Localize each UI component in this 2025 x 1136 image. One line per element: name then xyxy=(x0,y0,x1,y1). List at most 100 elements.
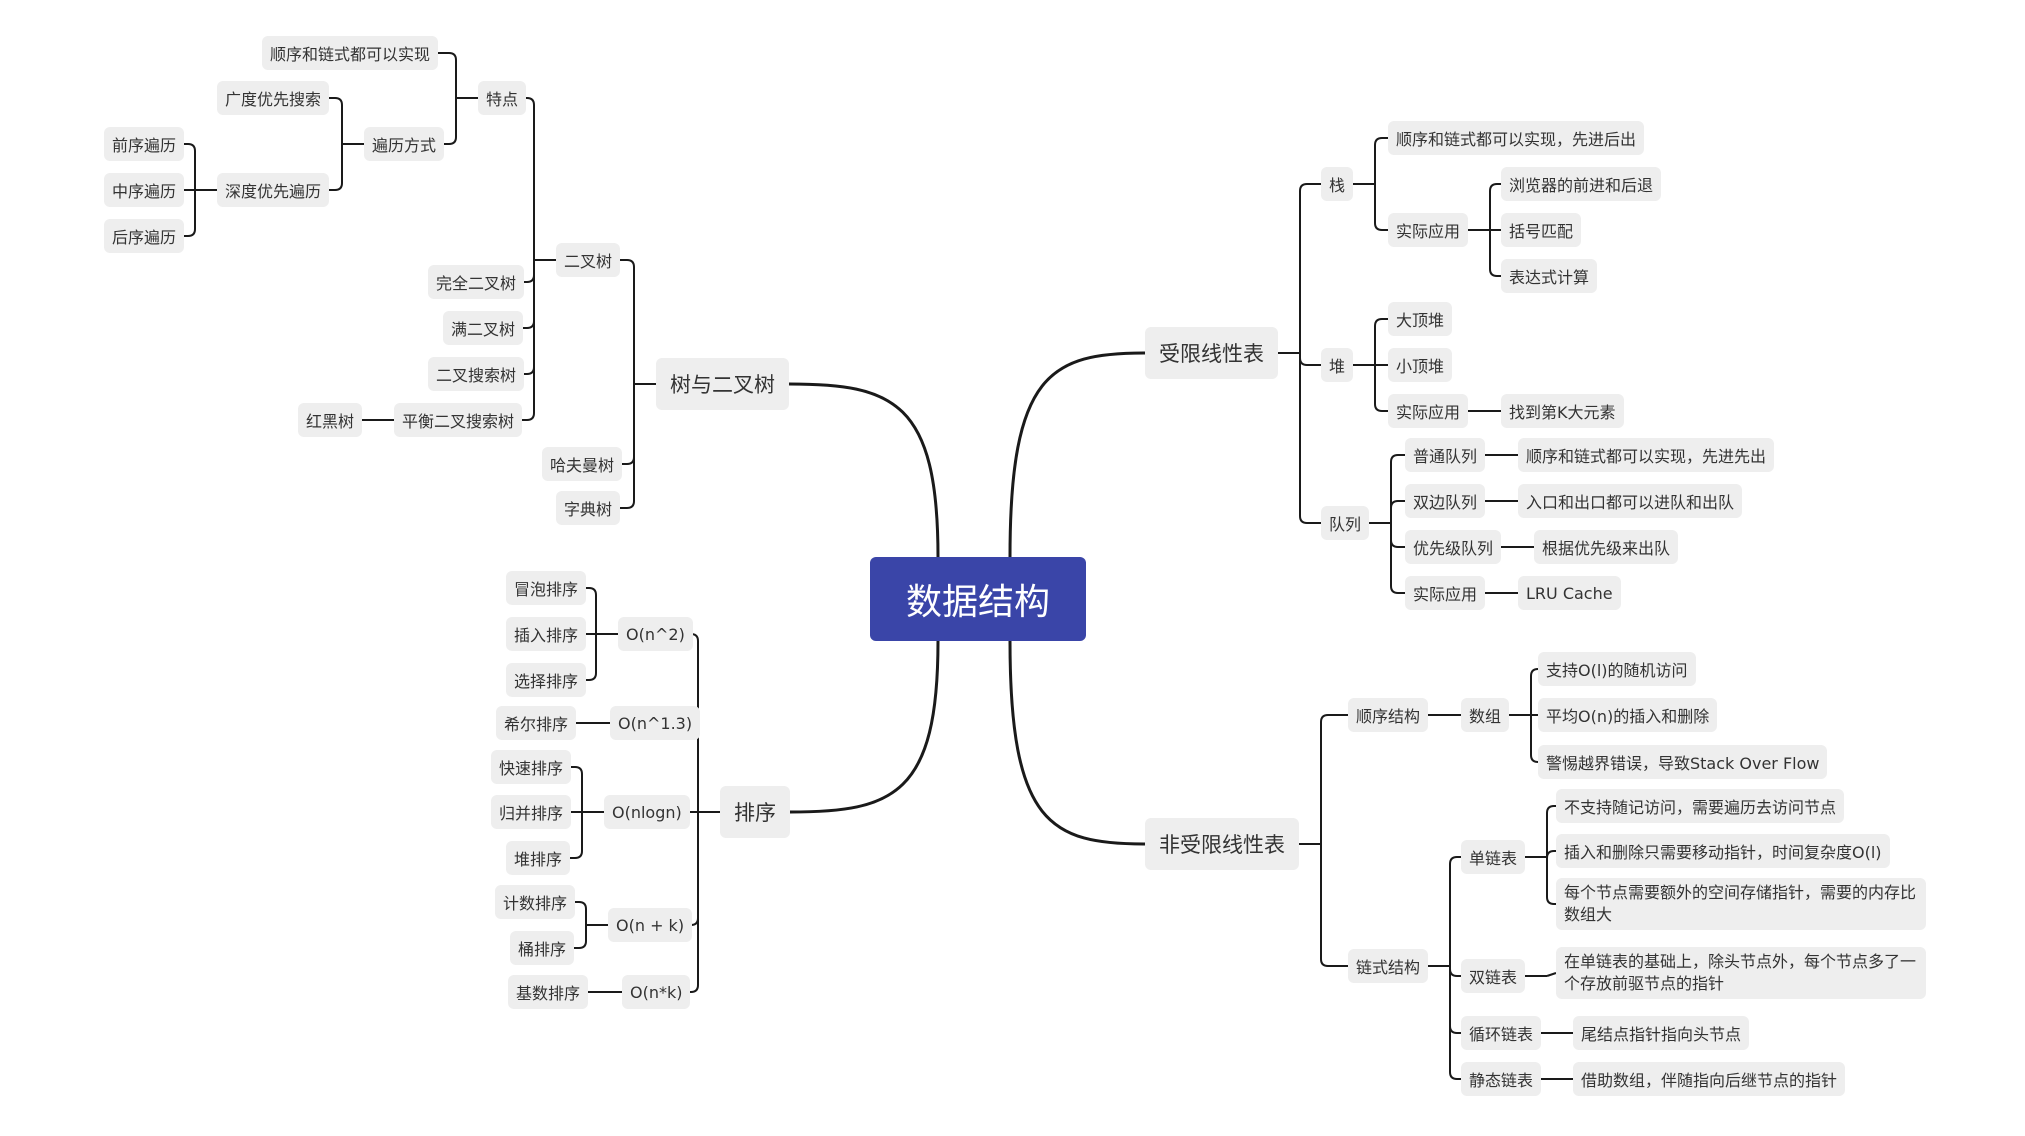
topic-selection[interactable]: 选择排序 xyxy=(506,663,587,697)
topic-heapsort[interactable]: 堆排序 xyxy=(506,841,571,875)
connector-features xyxy=(526,97,535,260)
topic-q-normal-desc[interactable]: 顺序和链式都可以实现，先进先出 xyxy=(1518,438,1775,472)
topic-cll[interactable]: 循环链表 xyxy=(1461,1016,1542,1050)
connector-counting xyxy=(575,901,587,925)
connector-trie xyxy=(620,384,635,509)
topic-sll1[interactable]: 不支持随记访问，需要遍历去访问节点 xyxy=(1556,789,1845,823)
topic-seq-chain[interactable]: 顺序和链式都可以实现 xyxy=(262,36,439,70)
topic-sll2[interactable]: 插入和删除只需要移动指针，时间复杂度O(l) xyxy=(1556,834,1890,868)
topic-counting[interactable]: 计数排序 xyxy=(495,885,576,919)
topic-binary-tree[interactable]: 二叉树 xyxy=(556,243,621,277)
topic-static-ll1[interactable]: 借助数组，伴随指向后继节点的指针 xyxy=(1573,1062,1846,1096)
topic-radix[interactable]: 基数排序 xyxy=(508,975,589,1009)
topic-cll1[interactable]: 尾结点指针指向头节点 xyxy=(1573,1016,1750,1050)
connector-bst xyxy=(524,260,535,375)
topic-lru[interactable]: LRU Cache xyxy=(1518,576,1621,610)
topic-arr3[interactable]: 警惕越界错误，导致Stack Over Flow xyxy=(1538,745,1828,779)
connector-bfs xyxy=(329,97,343,144)
connector-dfs xyxy=(329,144,343,191)
topic-array[interactable]: 数组 xyxy=(1461,698,1510,732)
topic-o-n2[interactable]: O(n^2) xyxy=(618,617,693,651)
connector-sll3 xyxy=(1546,857,1556,905)
topic-trie[interactable]: 字典树 xyxy=(556,491,621,525)
connector-selection xyxy=(586,634,597,681)
connector-q_app xyxy=(1390,523,1405,594)
connector-quick xyxy=(571,766,583,812)
topic-sll[interactable]: 单链表 xyxy=(1461,840,1526,874)
topic-stack-impl[interactable]: 顺序和链式都可以实现，先进后出 xyxy=(1388,121,1645,155)
topic-restricted[interactable]: 受限线性表 xyxy=(1145,327,1278,379)
topic-dll[interactable]: 双链表 xyxy=(1461,959,1526,993)
topic-o-nk[interactable]: O(n + k) xyxy=(608,908,693,942)
topic-dll1[interactable]: 在单链表的基础上，除头节点外，每个节点多了一个存放前驱节点的指针 xyxy=(1556,947,1926,999)
connector-o_nxk xyxy=(690,812,699,993)
topic-bfs[interactable]: 广度优先搜索 xyxy=(217,81,330,115)
connector-traverse xyxy=(444,98,457,145)
topic-postorder[interactable]: 后序遍历 xyxy=(104,219,185,253)
topic-heap-app[interactable]: 实际应用 xyxy=(1388,394,1469,428)
topic-q-deque-desc[interactable]: 入口和出口都可以进队和出队 xyxy=(1518,484,1743,518)
topic-browser[interactable]: 浏览器的前进和后退 xyxy=(1501,167,1662,201)
topic-tree[interactable]: 树与二叉树 xyxy=(656,358,789,410)
topic-unrestricted[interactable]: 非受限线性表 xyxy=(1145,818,1299,870)
topic-chain-struct[interactable]: 链式结构 xyxy=(1348,949,1429,983)
topic-sll3[interactable]: 每个节点需要额外的空间存储指针，需要的内存比数组大 xyxy=(1556,878,1926,930)
topic-maxheap[interactable]: 大顶堆 xyxy=(1388,302,1453,336)
topic-inorder[interactable]: 中序遍历 xyxy=(104,173,185,207)
connector-browser xyxy=(1489,183,1501,230)
topic-balanced-bst[interactable]: 平衡二叉搜索树 xyxy=(394,403,523,437)
connector-huffman xyxy=(622,384,635,465)
connector-static_ll xyxy=(1449,966,1461,1080)
connector-postorder xyxy=(184,190,196,237)
root-node[interactable]: 数据结构 xyxy=(870,557,1086,641)
topic-static-ll[interactable]: 静态链表 xyxy=(1461,1062,1542,1096)
connector-stack_impl xyxy=(1374,137,1388,184)
connector-dll1 xyxy=(1546,972,1557,977)
connector-sll xyxy=(1449,856,1461,966)
connector-stack_app xyxy=(1374,184,1388,231)
topic-seq-struct[interactable]: 顺序结构 xyxy=(1348,698,1429,732)
topic-bucket[interactable]: 桶排序 xyxy=(510,931,575,965)
topic-queue[interactable]: 队列 xyxy=(1321,506,1370,540)
topic-full-bt[interactable]: 满二叉树 xyxy=(443,311,524,345)
topic-quick[interactable]: 快速排序 xyxy=(491,750,572,784)
topic-arr1[interactable]: 支持O(l)的随机访问 xyxy=(1538,652,1696,686)
topic-bubble[interactable]: 冒泡排序 xyxy=(506,571,587,605)
connector-heap xyxy=(1299,353,1321,366)
topic-heap[interactable]: 堆 xyxy=(1321,348,1354,382)
topic-q-prio-desc[interactable]: 根据优先级来出队 xyxy=(1534,530,1679,564)
topic-complete-bt[interactable]: 完全二叉树 xyxy=(428,265,525,299)
topic-insertion[interactable]: 插入排序 xyxy=(506,617,587,651)
topic-minheap[interactable]: 小顶堆 xyxy=(1388,348,1453,382)
topic-sort[interactable]: 排序 xyxy=(720,786,790,838)
topic-expr[interactable]: 表达式计算 xyxy=(1501,259,1598,293)
topic-features[interactable]: 特点 xyxy=(478,81,527,115)
topic-bracket[interactable]: 括号匹配 xyxy=(1501,213,1582,247)
topic-merge[interactable]: 归并排序 xyxy=(491,795,572,829)
topic-q-prio[interactable]: 优先级队列 xyxy=(1405,530,1502,564)
topic-dfs[interactable]: 深度优先遍历 xyxy=(217,173,330,207)
topic-arr2[interactable]: 平均O(n)的插入和删除 xyxy=(1538,698,1718,732)
topic-huffman[interactable]: 哈夫曼树 xyxy=(542,447,623,481)
topic-shell[interactable]: 希尔排序 xyxy=(496,706,577,740)
topic-o-n13[interactable]: O(n^1.3) xyxy=(610,706,701,740)
topic-o-nxk[interactable]: O(n*k) xyxy=(622,975,691,1009)
connector-arr1 xyxy=(1530,668,1539,715)
topic-q-deque[interactable]: 双边队列 xyxy=(1405,484,1486,518)
topic-o-nlogn[interactable]: O(nlogn) xyxy=(604,795,690,829)
topic-kth[interactable]: 找到第K大元素 xyxy=(1501,394,1624,428)
topic-q-app[interactable]: 实际应用 xyxy=(1405,576,1486,610)
topic-stack-app[interactable]: 实际应用 xyxy=(1388,213,1469,247)
topic-stack[interactable]: 栈 xyxy=(1321,167,1354,201)
topic-preorder[interactable]: 前序遍历 xyxy=(104,127,185,161)
topic-bst[interactable]: 二叉搜索树 xyxy=(428,357,525,391)
connector-sll1 xyxy=(1546,805,1556,857)
topic-rbtree[interactable]: 红黑树 xyxy=(298,403,363,437)
connector-q_deque xyxy=(1390,500,1405,523)
connector-queue xyxy=(1299,353,1321,524)
topic-q-normal[interactable]: 普通队列 xyxy=(1405,438,1486,472)
connector-heap_app xyxy=(1374,365,1388,412)
topic-traverse[interactable]: 遍历方式 xyxy=(364,127,445,161)
